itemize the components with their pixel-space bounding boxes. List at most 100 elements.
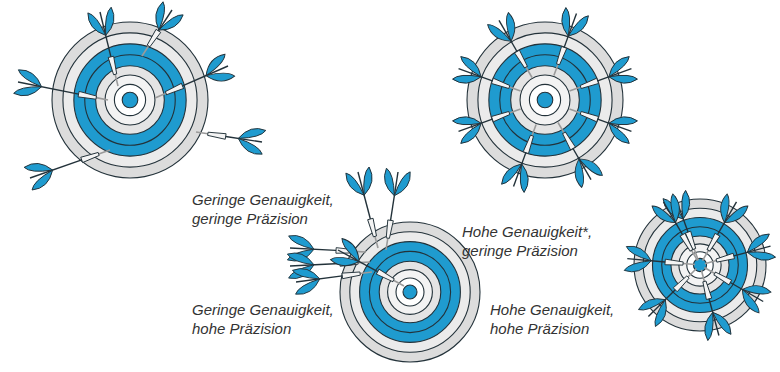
dart-barrel [207, 131, 226, 139]
dart-flight [287, 252, 314, 266]
dart [194, 119, 266, 155]
dart-flight [159, 8, 184, 37]
dart-flight [713, 309, 732, 337]
dart-barrel [108, 56, 118, 75]
dart-flight [292, 266, 319, 282]
dart-tip [554, 64, 558, 75]
caption-label: Hohe Genauigkeit, hohe Präzision [490, 300, 640, 338]
target-ring [96, 66, 165, 135]
dart [624, 246, 696, 278]
caption-label: Geringe Genauigkeit, hohe Präzision [192, 300, 342, 338]
dart-tip [692, 250, 698, 260]
target [14, 1, 266, 190]
target-ring [529, 84, 560, 115]
target-ring [396, 278, 424, 306]
dart-flight [747, 246, 775, 265]
dart [501, 120, 548, 193]
dart-flight [87, 10, 106, 38]
dart-tip [509, 109, 520, 113]
dart-flight [457, 123, 486, 144]
target-ring [634, 199, 766, 331]
target [624, 190, 776, 341]
target-ring [114, 84, 145, 115]
caption-label: Hohe Genauigkeit*, geringe Präzision [462, 222, 612, 260]
dart-flight [736, 290, 765, 314]
dart [547, 116, 603, 188]
dart [292, 259, 373, 295]
dart-flight [345, 170, 364, 198]
target-ring [350, 232, 470, 352]
dart [565, 56, 638, 103]
dart-flight [357, 167, 376, 195]
dart [373, 168, 411, 252]
dart-tip [701, 270, 704, 282]
dart-tip [703, 250, 709, 260]
target-ring [643, 208, 757, 322]
dart-barrel [165, 83, 184, 95]
dart [131, 1, 184, 63]
dart-tip [386, 238, 388, 250]
dart-tip [683, 264, 695, 265]
dart [487, 12, 543, 84]
target-ring [537, 92, 553, 108]
dart [14, 69, 111, 112]
dart-flight [625, 246, 652, 261]
dart [651, 194, 708, 267]
dart-flight [28, 170, 57, 191]
dart-flight [100, 7, 119, 35]
dart-barrel [376, 269, 394, 283]
caption-label: Geringe Genauigkeit, geringe Präzision [192, 190, 342, 228]
dart [87, 7, 130, 89]
dart-flight [206, 65, 235, 87]
dart-flight [609, 68, 638, 89]
dart-flight [288, 235, 315, 249]
dart-barrel [146, 29, 161, 47]
dart-flight [16, 69, 44, 87]
target-ring [360, 242, 461, 343]
dart-barrel [716, 253, 735, 263]
dart [638, 259, 706, 327]
dart-flight [294, 279, 321, 295]
dart [24, 138, 114, 191]
dart-barrel [702, 281, 712, 300]
dart [691, 194, 748, 267]
dart-tip [569, 109, 580, 113]
target-ring [467, 22, 623, 178]
target-ring [369, 251, 450, 332]
target-ring [74, 44, 186, 156]
dart-barrel [78, 91, 97, 100]
dart-barrel [385, 220, 393, 239]
dart-barrel [555, 46, 566, 65]
dart-barrel [562, 132, 576, 150]
dart-tip [509, 87, 520, 91]
target-ring [85, 55, 175, 145]
dart-barrel [580, 110, 599, 121]
dart-flight [568, 12, 589, 41]
dart [542, 7, 589, 80]
dart-flight [24, 158, 53, 179]
target-ring [403, 285, 417, 299]
dart-barrel [491, 110, 510, 121]
dart [452, 56, 525, 103]
target-ring [379, 261, 441, 323]
dart-tip [532, 124, 536, 135]
dart-barrel [580, 78, 599, 89]
dart-tip [155, 93, 166, 98]
dart-flight [568, 159, 592, 188]
target-ring [687, 252, 713, 278]
dart-tip [196, 132, 208, 134]
dart-flight [624, 258, 651, 273]
dart-flight [452, 111, 481, 132]
dart-barrel [491, 78, 510, 89]
dart-tip [99, 150, 110, 154]
dart-flight [700, 312, 719, 340]
dart-barrel [81, 151, 100, 162]
target-ring [63, 33, 197, 167]
target-ring [500, 55, 590, 145]
dart [150, 53, 235, 109]
dart-tip [142, 46, 149, 56]
dart-barrel [342, 271, 361, 279]
dart [345, 167, 390, 251]
